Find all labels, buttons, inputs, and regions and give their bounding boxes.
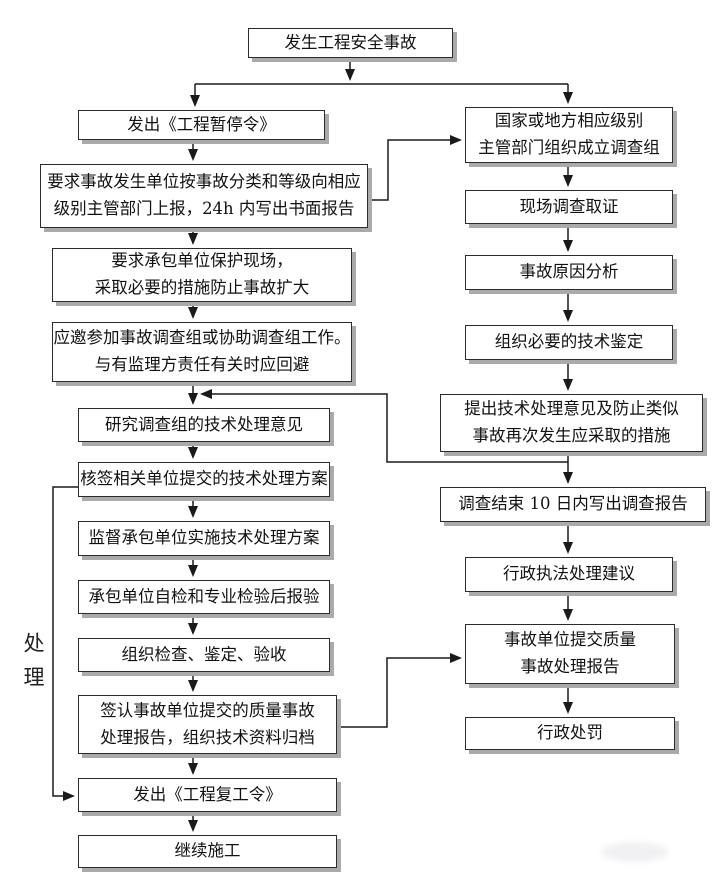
node-administrative-penalty: 行政处罚 — [465, 717, 675, 750]
node-law-enforcement-suggestion: 行政执法处理建议 — [465, 557, 673, 592]
node-study-technical-opinions: 研究调查组的技术处理意见 — [78, 408, 330, 442]
node-technical-opinions-measures: 提出技术处理意见及防止类似 事故再次发生应采取的措施 — [440, 394, 703, 452]
node-organize-inspection-acceptance: 组织检查、鉴定、验收 — [78, 638, 330, 672]
node-technical-appraisal: 组织必要的技术鉴定 — [465, 325, 673, 360]
node-site-investigation: 现场调查取证 — [465, 190, 673, 224]
node-sign-quality-accident-report: 签认事故单位提交的质量事故 处理报告，组织技术资料归档 — [78, 695, 337, 754]
node-unit-submit-quality-report: 事故单位提交质量 事故处理报告 — [465, 624, 675, 684]
connector-sign-to-unit-report — [337, 653, 462, 728]
node-contractor-self-inspection: 承包单位自检和专业检验后报验 — [78, 580, 330, 614]
watermark-smudge — [602, 842, 668, 862]
node-issue-suspension-order: 发出《工程暂停令》 — [78, 110, 325, 140]
node-report-within-24h: 要求事故发生单位按事故分类和等级向相应 级别主管部门上报，24h 内写出书面报告 — [40, 164, 368, 228]
node-authority-investigation-team: 国家或地方相应级别 主管部门组织成立调查组 — [465, 107, 673, 163]
node-join-investigation-team: 应邀参加事故调查组或协助调查组工作。 与有监理方责任有关时应回避 — [52, 322, 352, 382]
phase-label-handling: 处理 — [21, 632, 45, 700]
node-countersign-technical-plan: 核签相关单位提交的技术处理方案 — [78, 462, 330, 497]
node-accident-occurs: 发生工程安全事故 — [248, 28, 453, 58]
node-continue-construction: 继续施工 — [78, 835, 337, 868]
node-supervise-implementation: 监督承包单位实施技术处理方案 — [78, 521, 330, 556]
node-issue-resume-work-order: 发出《工程复工令》 — [78, 778, 337, 812]
node-protect-site: 要求承包单位保护现场， 采取必要的措施防止事故扩大 — [52, 248, 352, 302]
node-investigation-report-10days: 调查结束 10 日内写出调查报告 — [440, 487, 706, 522]
connector-countersign-to-resume — [52, 486, 78, 801]
node-cause-analysis: 事故原因分析 — [465, 255, 673, 290]
connector-report-to-authority — [368, 135, 462, 201]
